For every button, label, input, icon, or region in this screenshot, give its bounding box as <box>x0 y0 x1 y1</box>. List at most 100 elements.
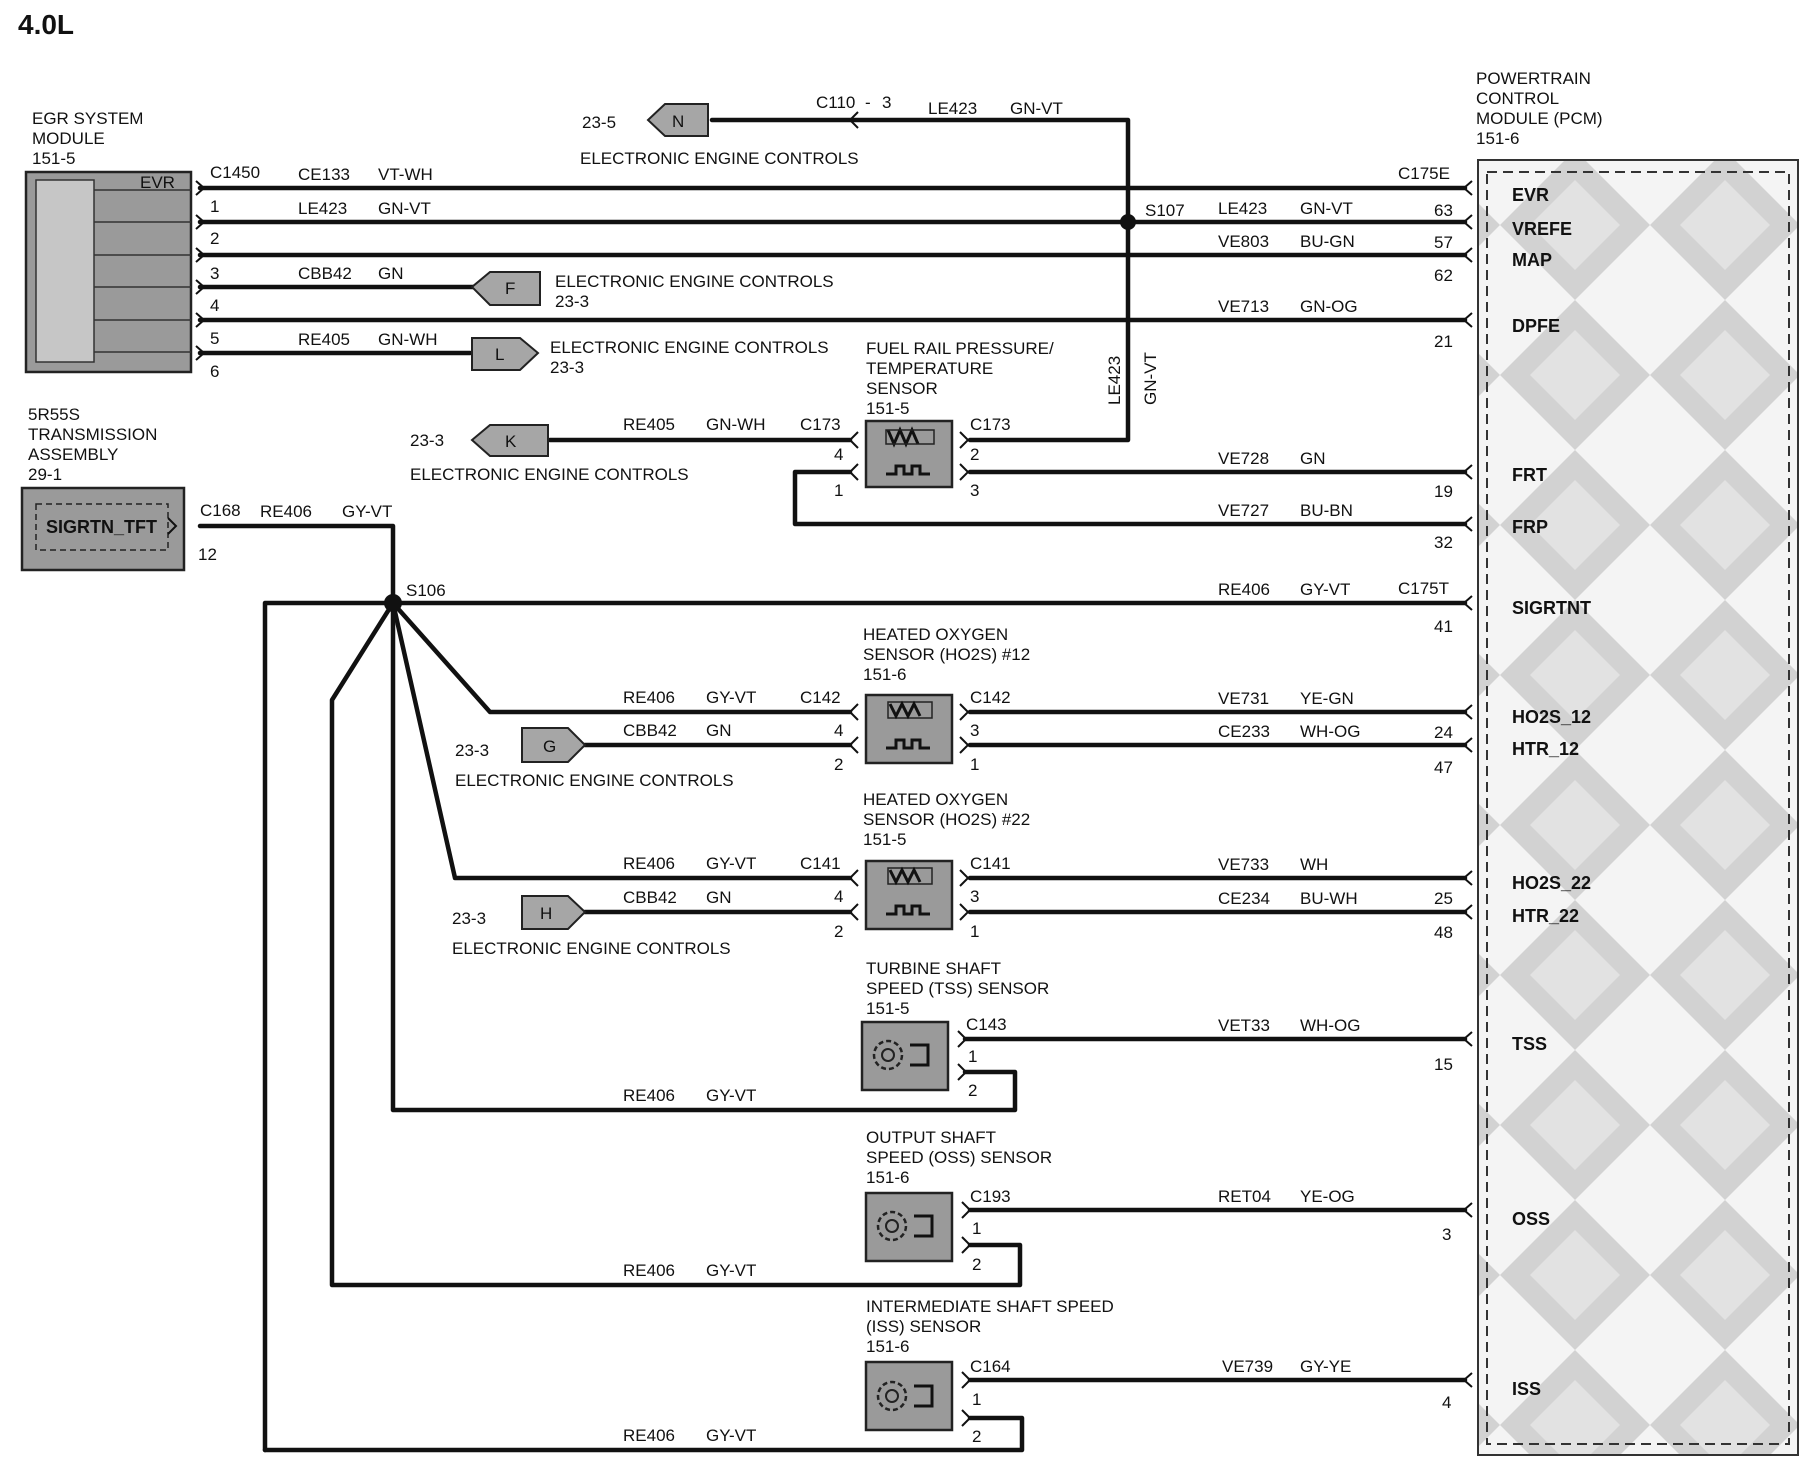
pcm-pin-num: 25 <box>1434 889 1453 908</box>
connector-arrows <box>167 180 1473 1388</box>
flag-l-page: 23-3 <box>550 358 584 377</box>
trans-connector: C168 <box>200 501 241 520</box>
pcm-pin-num: 19 <box>1434 482 1453 501</box>
sensor-pin: 2 <box>972 1427 981 1446</box>
flag-g: G 23-3 ELECTRONIC ENGINE CONTROLS <box>455 727 734 790</box>
wires <box>197 117 1468 1453</box>
sensor-connector: C193 <box>970 1187 1011 1206</box>
trans-pin: 12 <box>198 545 217 564</box>
ho2s-22-sensor: HEATED OXYGEN SENSOR (HO2S) #22 151-5 C1… <box>800 790 1030 941</box>
wire-color: GY-VT <box>706 688 756 707</box>
splice-s106 <box>384 594 402 612</box>
flag-k: K 23-3 ELECTRONIC ENGINE CONTROLS <box>410 424 689 484</box>
flag-n: N 23-5 ELECTRONIC ENGINE CONTROLS C110 -… <box>580 93 1063 168</box>
sensor-pin: 3 <box>970 481 979 500</box>
wire-circuit: RE406 <box>623 854 675 873</box>
wire-ho2s22-return <box>390 600 853 881</box>
wire-circuit: CE233 <box>1218 722 1270 741</box>
splice-s107 <box>1120 214 1136 230</box>
turbine-shaft-speed-sensor: TURBINE SHAFT SPEED (TSS) SENSOR 151-5 C… <box>860 959 1049 1100</box>
egr-pin: 3 <box>210 264 219 283</box>
flag-n-letter: N <box>672 112 684 131</box>
wire-color: GN-OG <box>1300 297 1358 316</box>
flag-n-page: 23-5 <box>582 113 616 132</box>
sensor-name-line: 151-5 <box>863 830 906 849</box>
ho2s-12-sensor: HEATED OXYGEN SENSOR (HO2S) #12 151-6 C1… <box>800 625 1030 774</box>
sensor-name-line: SENSOR <box>866 379 938 398</box>
flag-h-letter: H <box>540 904 552 923</box>
pcm-name-line: CONTROL <box>1476 89 1559 108</box>
pcm-name-line: POWERTRAIN <box>1476 69 1591 88</box>
sensor-conn-left: C173 <box>800 415 841 434</box>
flag-k-desc: ELECTRONIC ENGINE CONTROLS <box>410 465 689 484</box>
pcm-name-line: 151-6 <box>1476 129 1519 148</box>
wire-color: GN-VT <box>1141 352 1160 405</box>
sensor-name-line: SPEED (OSS) SENSOR <box>866 1148 1052 1167</box>
splice-s106-label: S106 <box>406 581 446 600</box>
trans-name-line: 5R55S <box>28 405 80 424</box>
wire-color: GN-WH <box>378 330 437 349</box>
sensor-pin: 2 <box>834 922 843 941</box>
wire-color: GN <box>378 264 404 283</box>
wire-circuit: RE405 <box>623 415 675 434</box>
flag-f-page: 23-3 <box>555 292 589 311</box>
sensor-name-line: 151-6 <box>863 665 906 684</box>
sensor-name-line: TURBINE SHAFT <box>866 959 1001 978</box>
wire-trans-s106 <box>197 523 396 606</box>
sensor-name-line: TEMPERATURE <box>866 359 993 378</box>
wire-color: GN-VT <box>1010 99 1063 118</box>
sensor-pin: 3 <box>970 721 979 740</box>
sensor-conn-left: C141 <box>800 854 841 873</box>
sensor-name-line: HEATED OXYGEN <box>863 625 1008 644</box>
wire-circuit: LE423 <box>928 99 977 118</box>
wire-circuit: RE406 <box>623 688 675 707</box>
sensor-pin: 1 <box>972 1219 981 1238</box>
fuel-rail-pressure-temp-sensor: FUEL RAIL PRESSURE/ TEMPERATURE SENSOR 1… <box>800 339 1054 500</box>
wire-circuit: VE731 <box>1218 689 1269 708</box>
wire-color: GY-VT <box>706 1086 756 1105</box>
flag-h-page: 23-3 <box>452 909 486 928</box>
wire-color: GY-VT <box>706 1261 756 1280</box>
wire-circuit: RE406 <box>260 502 312 521</box>
sensor-name-line: 151-6 <box>866 1337 909 1356</box>
wire-circuit: RE406 <box>623 1261 675 1280</box>
flag-f-letter: F <box>505 279 515 298</box>
wire-circuit: RE405 <box>298 330 350 349</box>
sensor-name-line: FUEL RAIL PRESSURE/ <box>866 339 1054 358</box>
trans-name-line: 29-1 <box>28 465 62 484</box>
sensor-name-line: (ISS) SENSOR <box>866 1317 981 1336</box>
wire-color: YE-GN <box>1300 689 1354 708</box>
sensor-name-line: SENSOR (HO2S) #12 <box>863 645 1030 664</box>
sensor-pin: 1 <box>970 755 979 774</box>
sensor-pin: 4 <box>834 887 843 906</box>
page-title: 4.0L <box>18 9 74 40</box>
pcm-connector-t: C175T <box>1398 579 1449 598</box>
c110-pin: 3 <box>882 93 891 112</box>
flag-h-desc: ELECTRONIC ENGINE CONTROLS <box>452 939 731 958</box>
sensor-name-line: OUTPUT SHAFT <box>866 1128 996 1147</box>
pcm-pin-frt: FRT <box>1512 465 1547 485</box>
wire-iss-return <box>262 1415 1025 1453</box>
sensor-conn-right: C142 <box>970 688 1011 707</box>
sensor-conn-right: C173 <box>970 415 1011 434</box>
wire-color: GY-VT <box>706 854 756 873</box>
pcm-pin-frp: FRP <box>1512 517 1548 537</box>
pcm-pin-evr: EVR <box>1512 185 1549 205</box>
flag-f-desc: ELECTRONIC ENGINE CONTROLS <box>555 272 834 291</box>
pcm-pin-labels: EVR VREFE MAP DPFE FRT FRP SIGRTNT HO2S_… <box>1512 185 1591 1399</box>
wire-circuit: CE133 <box>298 165 350 184</box>
pcm-pin-num: 4 <box>1442 1393 1451 1412</box>
pcm-pin-ho2s22: HO2S_22 <box>1512 873 1591 893</box>
wire-circuit: CBB42 <box>623 888 677 907</box>
sensor-pin: 2 <box>972 1255 981 1274</box>
wire-color: VT-WH <box>378 165 433 184</box>
pcm-connector-e: C175E <box>1398 164 1450 183</box>
pcm-pin-vrefe: VREFE <box>1512 219 1572 239</box>
pcm-pin-num: 41 <box>1434 617 1453 636</box>
pcm-pin-num: 15 <box>1434 1055 1453 1074</box>
pcm-pin-numbers: 63 57 62 21 19 32 41 24 47 25 48 15 3 4 <box>1434 201 1453 1412</box>
pcm-pin-num: 47 <box>1434 758 1453 777</box>
flag-k-page: 23-3 <box>410 431 444 450</box>
sensor-pin: 1 <box>970 922 979 941</box>
pcm-pin-num: 48 <box>1434 923 1453 942</box>
